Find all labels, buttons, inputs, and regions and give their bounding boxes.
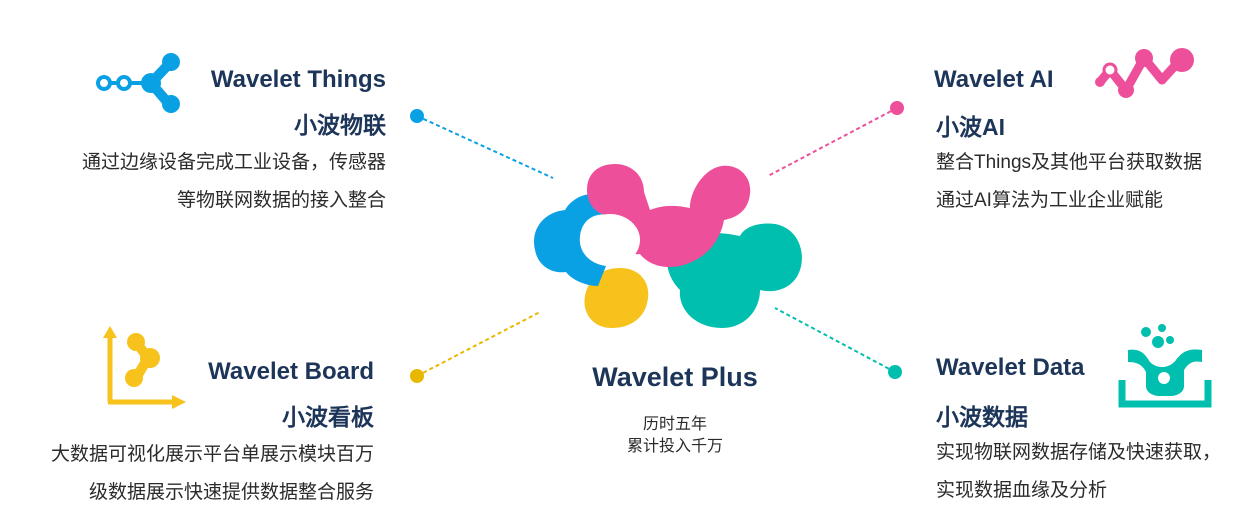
board-title-en: Wavelet Board — [208, 358, 374, 385]
connector-data — [774, 307, 896, 373]
connector-things — [416, 115, 554, 179]
connector-dot-board — [410, 369, 424, 383]
connector-dot-ai — [890, 101, 904, 115]
center-title: Wavelet Plus — [592, 362, 758, 392]
data-desc-line1: 实现物联网数据存储及快速获取， — [936, 442, 1222, 463]
connector-dot-things — [410, 109, 424, 123]
data-bin-icon — [1118, 324, 1212, 408]
things-title-cn: 小波物联 — [294, 112, 386, 138]
center-subtitle-line2: 累计投入千万 — [626, 438, 723, 455]
logo-blue-shape — [534, 193, 610, 286]
connector-board — [416, 311, 541, 377]
neural-wave-icon — [1095, 48, 1194, 98]
axes-chart-icon — [103, 326, 186, 409]
connector-ai — [767, 107, 898, 177]
board-title-cn: 小波看板 — [282, 404, 374, 430]
molecule-chain-icon — [96, 53, 180, 113]
ai-title-en: Wavelet AI — [934, 66, 1054, 93]
data-desc-line2: 实现数据血缘及分析 — [936, 480, 1108, 501]
things-desc-line2: 等物联网数据的接入整合 — [176, 190, 386, 211]
logo-yellow-shape — [584, 268, 649, 328]
connector-dot-data — [888, 365, 902, 379]
logo-hole-left — [580, 214, 640, 266]
center-subtitle-line1: 历时五年 — [642, 416, 707, 433]
board-desc-line2: 级数据展示快速提供数据整合服务 — [88, 482, 374, 503]
board-desc-line1: 大数据可视化展示平台单展示模块百万 — [50, 444, 374, 465]
things-title-en: Wavelet Things — [210, 66, 386, 93]
things-desc-line1: 通过边缘设备完成工业设备，传感器 — [81, 152, 386, 173]
ai-desc-line1: 整合Things及其他平台获取数据 — [936, 152, 1203, 173]
ai-desc-line2: 通过AI算法为工业企业赋能 — [936, 190, 1163, 211]
data-title-cn: 小波数据 — [936, 404, 1028, 430]
data-title-en: Wavelet Data — [936, 354, 1085, 381]
ai-title-cn: 小波AI — [936, 114, 1005, 140]
